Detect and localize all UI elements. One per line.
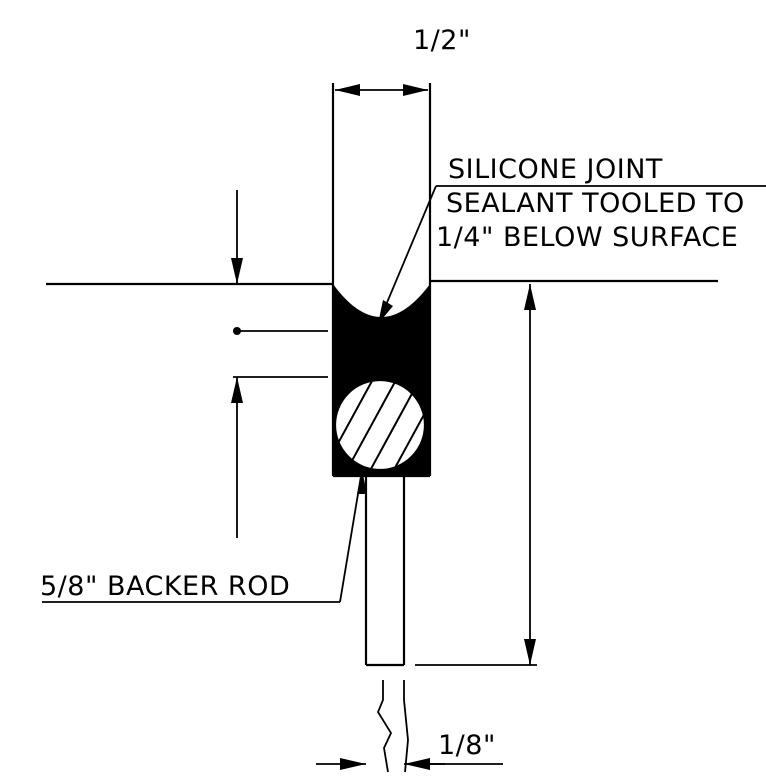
dimension-overall-depth [524, 284, 536, 665]
dimension-sealant-depth [227, 190, 328, 538]
lower-slot [364, 476, 537, 667]
dimension-bottom-gap [316, 758, 503, 770]
label-sealant-line3: 1/4" BELOW SURFACE [436, 222, 738, 253]
dimension-joint-width [335, 84, 428, 96]
slab-surface-line [46, 279, 718, 286]
break-lines [376, 680, 409, 773]
sealant-leader [377, 185, 766, 325]
backer-rod-leader [42, 469, 367, 603]
label-joint-width: 1/2" [413, 25, 471, 56]
label-backer-rod: 5/8" BACKER ROD [40, 571, 290, 602]
label-sealant-line2: SEALANT TOOLED TO [446, 188, 745, 219]
label-sealant-line1: SILICONE JOINT [448, 154, 663, 185]
label-bottom-gap: 1/8" [438, 730, 496, 761]
